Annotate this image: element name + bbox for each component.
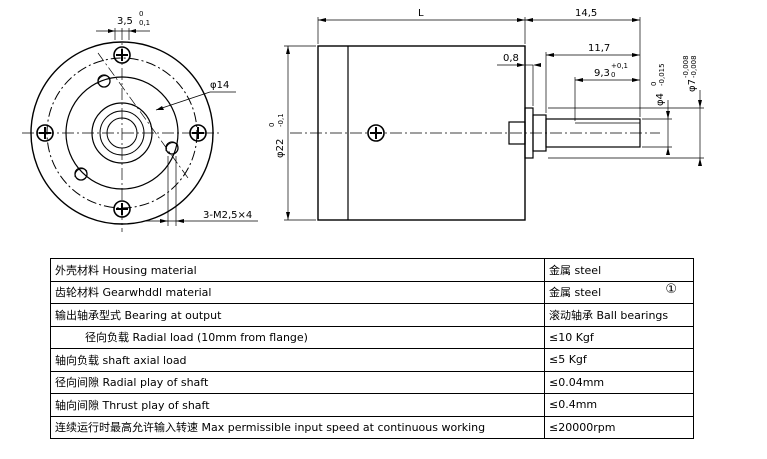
value-cell: ≤0.4mm (544, 393, 694, 417)
dim-flat-len: 9,3 (594, 68, 610, 79)
dim-boss-dia-tol-low: -0,008 (690, 55, 698, 78)
screw-bottom (113, 200, 131, 218)
dimension-arrows (108, 18, 702, 223)
dim-hole-offset-tol-up: 0 (139, 10, 143, 18)
technical-drawing: 3,5 0 0,1 φ14 3-M2,5×4 L 14,5 11,7 9,3 +… (22, 8, 704, 232)
param-cell: 轴向负载 shaft axial load (50, 348, 545, 372)
dim-step: 0,8 (503, 53, 519, 64)
dim-pilot-dia: φ14 (210, 80, 229, 91)
param-cell: 径向负载 Radial load (10mm from flange) (50, 325, 545, 349)
threaded-hole-1 (97, 74, 111, 88)
side-view (284, 17, 704, 221)
front-centerline-diag (97, 52, 189, 179)
dim-shaft-dia-tol-low: -0,015 (658, 63, 666, 86)
screw-right (189, 124, 207, 142)
value-cell: 滚动轴承 Ball bearings (544, 303, 694, 327)
dim-shaft-dia: φ4 (655, 93, 666, 106)
dim-flat-tol-up: +0,1 (611, 62, 628, 70)
dimension-labels: 3,5 0 0,1 φ14 3-M2,5×4 L 14,5 11,7 9,3 +… (117, 8, 698, 221)
value-cell: ≤10 Kgf (544, 325, 694, 349)
front-view (22, 28, 258, 232)
table-row: 外壳材料 Housing material 金属 steel (50, 258, 694, 282)
dim-boss-dia-tol-up: -0,008 (682, 55, 690, 78)
note-mark: ① (665, 282, 677, 298)
value-cell: ≤0.04mm (544, 370, 694, 394)
value-cell: ≤5 Kgf (544, 348, 694, 372)
param-cell: 齿轮材料 Gearwhddl material (50, 280, 545, 304)
dim-hole-offset-tol: 0,1 (139, 19, 150, 27)
table-row: 输出轴承型式 Bearing at output 滚动轴承 Ball beari… (50, 303, 694, 327)
screw-left (36, 124, 54, 142)
side-screw (367, 124, 385, 142)
dim-body-dia-tol-up: 0 (268, 123, 276, 127)
dim-body-length: L (418, 8, 424, 19)
table-row: 径向负载 Radial load (10mm from flange) ≤10 … (50, 325, 694, 349)
table-row: 轴向间隙 Thrust play of shaft ≤0.4mm (50, 393, 694, 417)
dim-body-dia: φ22 (275, 139, 286, 158)
table-row: 轴向负载 shaft axial load ≤5 Kgf (50, 348, 694, 372)
param-cell: 输出轴承型式 Bearing at output (50, 303, 545, 327)
value-cell: ≤20000rpm (544, 415, 694, 439)
threaded-hole-3 (74, 167, 88, 181)
param-cell: 径向间隙 Radial play of shaft (50, 370, 545, 394)
param-cell: 轴向间隙 Thrust play of shaft (50, 393, 545, 417)
value-cell: 金属 steel (544, 258, 694, 282)
dim-hole-offset: 3,5 (117, 16, 133, 27)
dim-shaft-dia-tol-up: 0 (650, 82, 658, 86)
dim-body-dia-tol-low: -0,1 (277, 113, 285, 127)
dim-boss-dia: φ7 (687, 79, 698, 92)
dim-flat-tol-low: 0 (611, 71, 615, 79)
dim-shaft-len: 11,7 (588, 43, 610, 54)
spec-table: 外壳材料 Housing material 金属 steel 齿轮材料 Gear… (50, 258, 694, 439)
table-row: 径向间隙 Radial play of shaft ≤0.04mm (50, 370, 694, 394)
screw-top (113, 46, 131, 64)
threaded-hole-2 (165, 141, 179, 155)
dim-shaft-total: 14,5 (575, 8, 597, 19)
param-cell: 外壳材料 Housing material (50, 258, 545, 282)
table-row: 连续运行时最高允许输入转速 Max permissible input spee… (50, 415, 694, 439)
dim-mount-holes: 3-M2,5×4 (203, 210, 252, 221)
param-cell: 连续运行时最高允许输入转速 Max permissible input spee… (50, 415, 545, 439)
